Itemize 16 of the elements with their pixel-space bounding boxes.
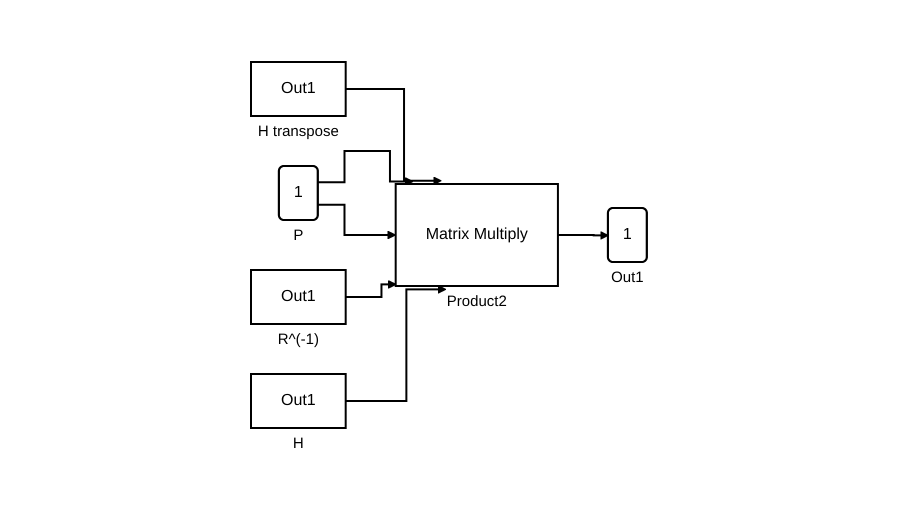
arrow xyxy=(346,284,447,402)
block-name: R^(-1) xyxy=(278,330,320,348)
block-name: H transpose xyxy=(258,122,339,140)
arrow xyxy=(558,230,609,240)
node-box: Out1 xyxy=(250,372,347,428)
block-name: Product2 xyxy=(446,292,507,310)
arrow xyxy=(318,150,414,186)
arrow xyxy=(318,203,396,239)
arrow xyxy=(346,280,397,298)
block-name: H xyxy=(293,434,304,452)
block-name: Out1 xyxy=(611,268,644,286)
node-box: Out1 xyxy=(250,268,347,324)
block-name: P xyxy=(293,226,304,244)
node-box: Matrix Multiply xyxy=(394,182,559,286)
node-box: Out1 xyxy=(250,60,347,116)
arrow xyxy=(346,88,442,185)
